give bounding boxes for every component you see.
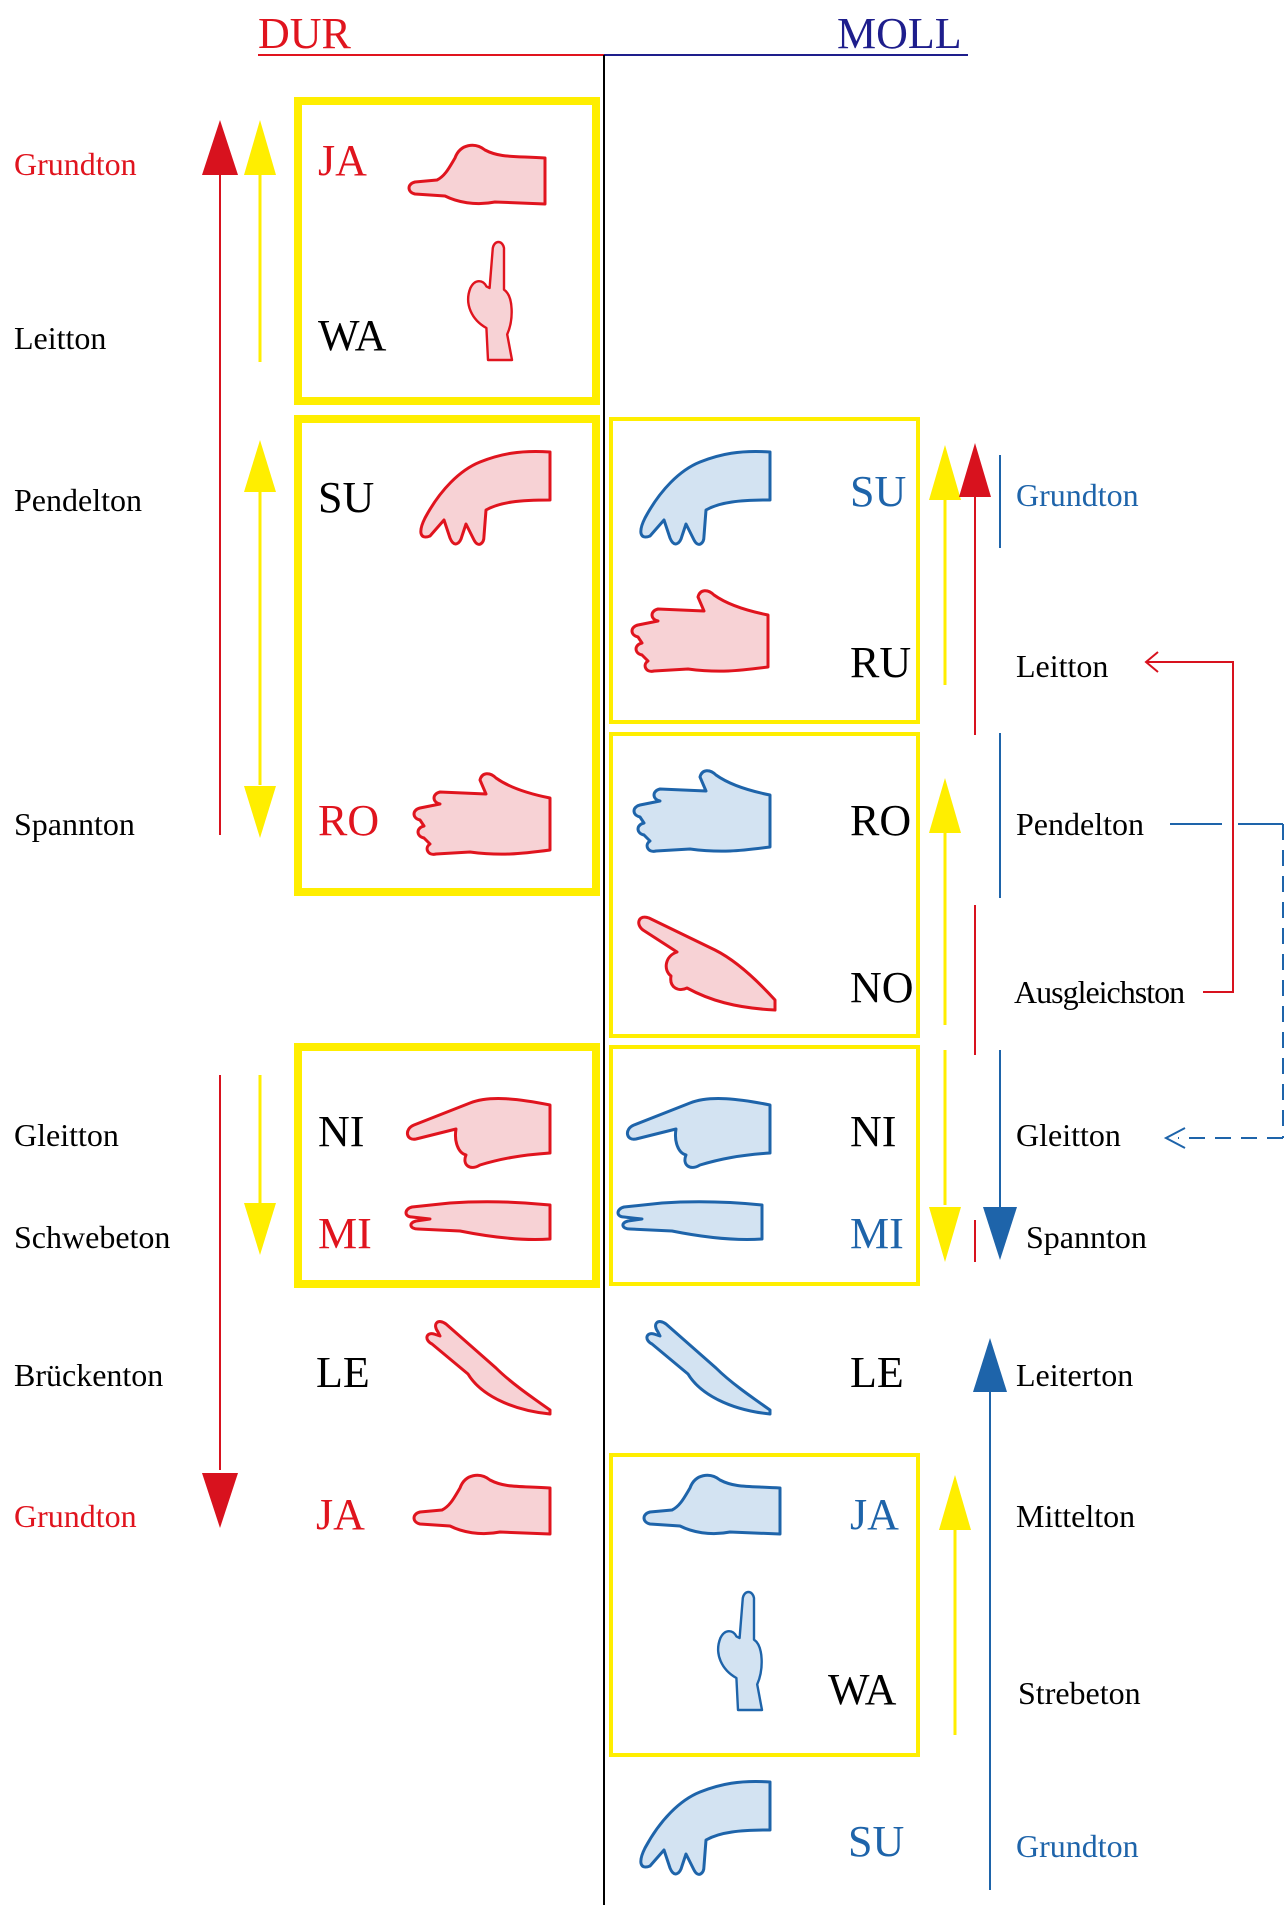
dur-heading: DUR [258,12,351,56]
moll-hanging-hand-icon-9 [641,1781,770,1874]
moll-yellow-arrow-mi [929,1050,961,1262]
moll-syllable-ja: JA [850,1493,899,1537]
dur-syllable-ni: NI [318,1110,364,1154]
moll-syllable-wa: WA [828,1668,896,1712]
moll-syllable-su-top: SU [850,470,906,514]
moll-role-grundton-bottom: Grundton [1016,1830,1139,1862]
dur-open-palm-hand-icon-3 [414,774,550,855]
moll-syllable-su-bottom: SU [848,1820,904,1864]
dur-pointing-up-hand-icon-1 [468,242,512,360]
moll-hanging-hand-icon-0 [641,451,770,544]
dur-pointing-side-hand-icon-4 [407,1099,550,1168]
red-connector-leitton [1146,652,1233,992]
dur-fist-hand-icon-0 [409,145,545,204]
moll-blue-arrow-down [983,1050,1017,1260]
moll-flat-hand-icon-5 [618,1202,762,1240]
moll-heading: MOLL [837,12,962,56]
dur-role-pendelton: Pendelton [14,484,142,516]
moll-yellow-arrow-ja [939,1475,971,1735]
dur-hanging-hand-icon-2 [421,451,550,544]
moll-blue-arrow-up [973,1338,1007,1890]
moll-role-leitton: Leitton [1016,650,1108,682]
moll-open-palm-hand-icon-2 [634,771,770,852]
dur-role-spannton: Spannton [14,808,135,840]
moll-syllable-no: NO [850,966,914,1010]
moll-raised-flat-hand-icon-6 [647,1322,770,1414]
dur-raised-flat-hand-icon-6 [427,1322,550,1414]
dur-yellow-arrow-up [244,120,276,362]
moll-syllable-mi: MI [850,1212,904,1256]
moll-role-strebeton: Strebeton [1018,1677,1141,1709]
dur-flat-hand-icon-5 [406,1202,550,1240]
moll-yellow-arrow-ro [929,778,961,1025]
dur-role-grundton-top: Grundton [14,148,137,180]
moll-role-leiterton: Leiterton [1016,1359,1133,1391]
dur-yellow-arrow-both [244,440,276,838]
moll-open-palm-hand-icon-1 [632,591,768,672]
moll-role-mittelton: Mittelton [1016,1500,1135,1532]
moll-syllable-ni: NI [850,1110,896,1154]
moll-pointing-down-hand-icon-3 [639,917,775,1010]
moll-syllable-ru: RU [850,641,911,685]
dur-role-gleitton: Gleitton [14,1119,119,1151]
moll-role-gleitton: Gleitton [1016,1119,1121,1151]
moll-pointing-up-hand-icon-8 [718,1592,762,1710]
moll-pointing-side-hand-icon-4 [627,1099,770,1168]
moll-fist-hand-icon-7 [644,1475,780,1534]
moll-red-arrow-up [959,443,991,735]
dur-syllable-ja-bottom: JA [316,1493,365,1537]
moll-role-ausgleichston: Ausgleichston [1014,976,1184,1008]
dur-fist-hand-icon-7 [414,1475,550,1534]
moll-role-pendelton: Pendelton [1016,808,1144,840]
dur-syllable-su: SU [318,476,374,520]
moll-yellow-arrow-su [929,445,961,685]
dur-syllable-ja-top: JA [318,139,367,183]
dur-red-arrow-up [202,120,238,835]
dur-syllable-le: LE [316,1351,370,1395]
dur-role-brueckenton: Brückenton [14,1359,163,1391]
dur-role-schwebeton: Schwebeton [14,1221,170,1253]
dur-red-arrow-down [202,1075,238,1528]
dur-syllable-mi: MI [318,1212,372,1256]
dur-syllable-ro: RO [318,799,379,843]
dur-yellow-arrow-down [244,1075,276,1255]
dur-syllable-wa: WA [318,314,386,358]
dur-role-grundton-bottom: Grundton [14,1500,137,1532]
moll-role-grundton-top: Grundton [1016,479,1139,511]
moll-syllable-le: LE [850,1351,904,1395]
moll-syllable-ro: RO [850,799,911,843]
moll-role-spannton: Spannton [1026,1221,1147,1253]
dur-role-leitton: Leitton [14,322,106,354]
